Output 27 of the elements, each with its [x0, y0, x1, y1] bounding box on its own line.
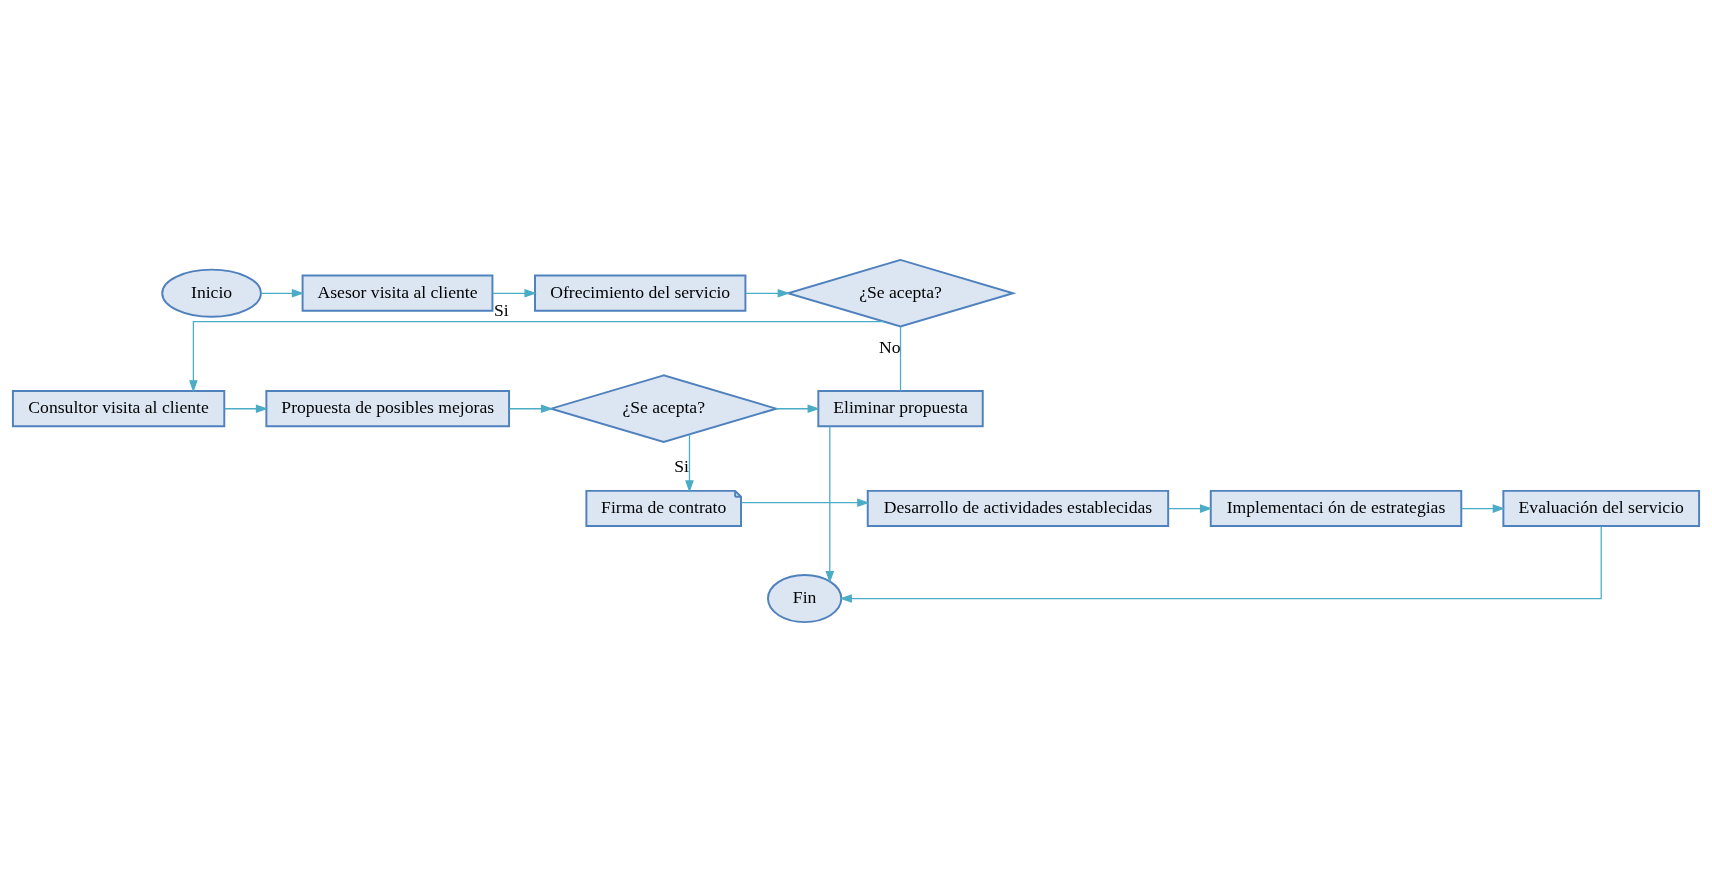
arrow [825, 425, 835, 583]
node-box: Desarrollo de actividades establecidas [866, 489, 1170, 527]
arrow [189, 320, 885, 393]
arrow [1167, 503, 1213, 513]
connector [899, 325, 902, 392]
edge-label: No [879, 336, 901, 357]
node-box: Propuesta de posibles mejoras [265, 389, 511, 427]
arrow [745, 288, 790, 298]
arrow [492, 288, 537, 298]
edge-label: Si [674, 455, 689, 476]
node-box: Asesor visita al cliente [301, 274, 494, 312]
node-box: Evaluación del servicio [1502, 489, 1701, 527]
edge-label: Si [493, 299, 509, 320]
arrow [1461, 503, 1506, 513]
arrow [508, 403, 554, 413]
arrow [685, 433, 694, 493]
node-box: Ofrecimiento del servicio [534, 274, 747, 312]
node-box: Consultor visita al cliente [11, 389, 226, 427]
arrow [839, 525, 1602, 603]
arrow [740, 497, 870, 507]
node-ellipse: Fin [767, 573, 843, 623]
node-ellipse: Inicio [161, 268, 262, 318]
arrow [223, 403, 269, 413]
node-box: Eliminar propuesta [817, 389, 984, 427]
arrow [260, 288, 305, 298]
node-box: Implementaci ón de estrategias [1209, 489, 1463, 527]
arrow [775, 403, 820, 413]
